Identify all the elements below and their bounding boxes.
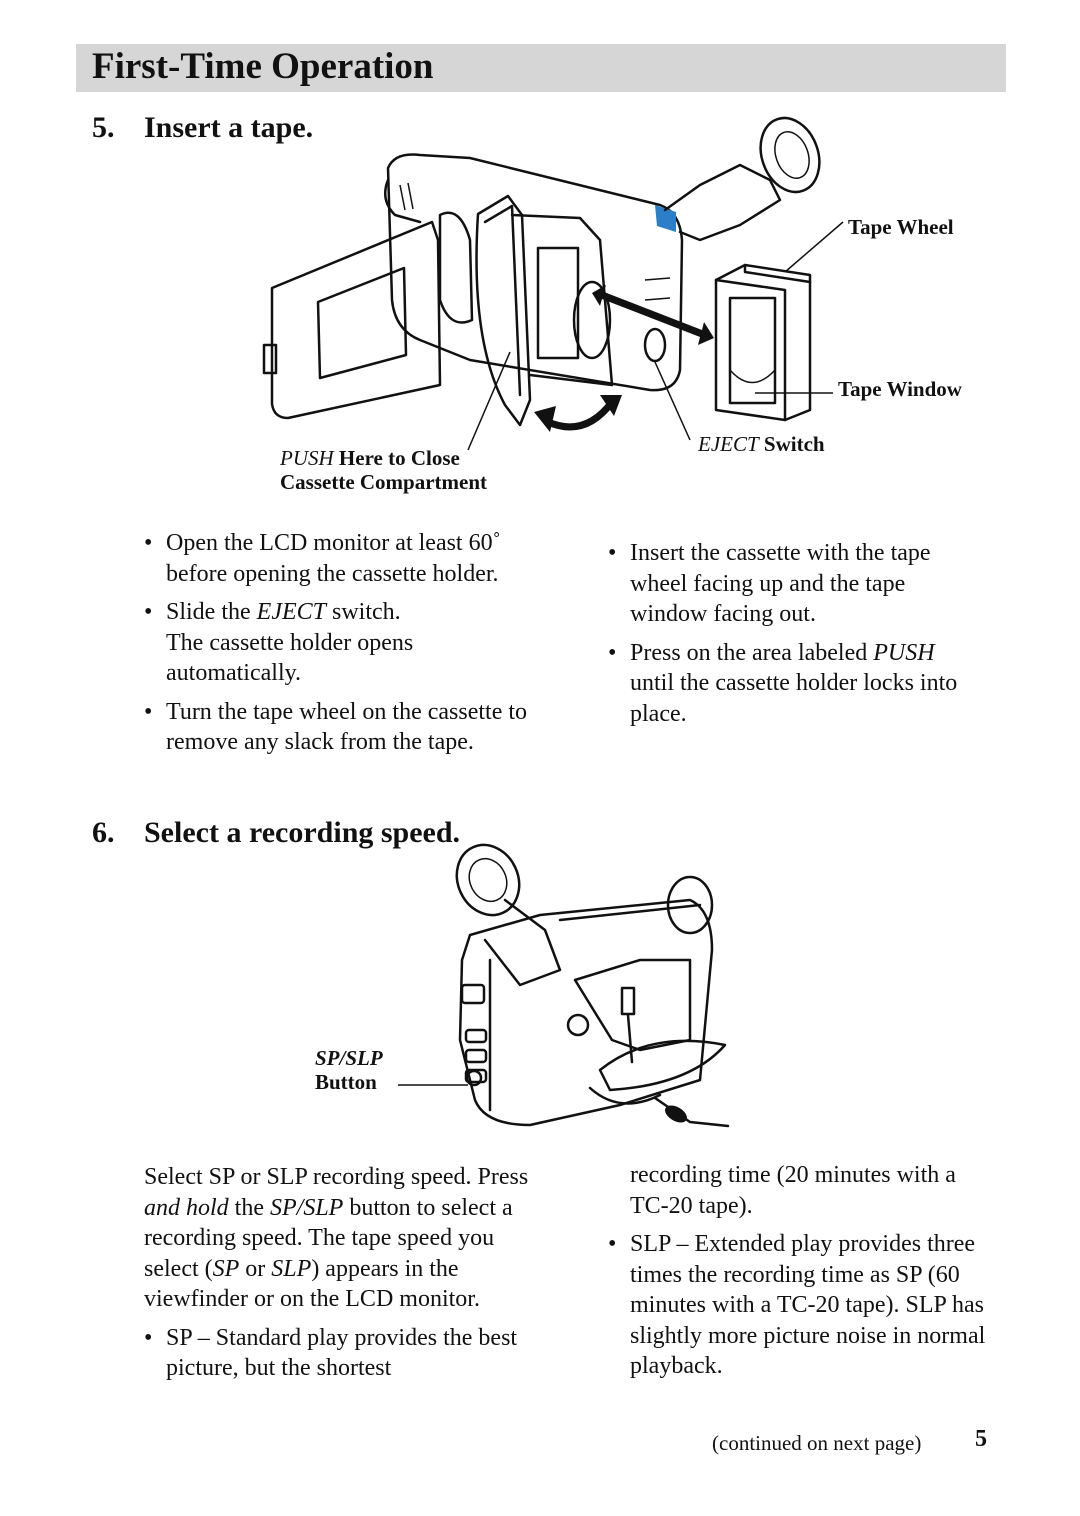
- p-i4: SLP: [271, 1255, 312, 1282]
- cassette-window: [728, 296, 777, 405]
- sp-slp-button: [465, 1069, 483, 1087]
- hand-strap: [598, 1039, 727, 1092]
- p-mid2: button to select a recording speed. The …: [144, 1194, 513, 1282]
- cable: [653, 1096, 730, 1128]
- step6-paragraph: Select SP or SLP recording speed. Press …: [144, 1162, 529, 1315]
- push-rest: Here to Close: [333, 446, 460, 470]
- rb2-italic: PUSH: [873, 639, 935, 666]
- sp-slp-label: SP/SLP: [315, 1046, 383, 1070]
- cable-core: [665, 1105, 687, 1123]
- p-mid1: the: [228, 1194, 270, 1221]
- tape-window-label: Tape Window: [838, 377, 962, 401]
- rb2-post: until the cassette holder locks into pla…: [630, 670, 958, 727]
- p-pre: Select SP or SLP recording speed. Press: [144, 1164, 529, 1190]
- connector: [620, 986, 636, 1016]
- list-item: Turn the tape wheel on the cassette to r…: [144, 697, 529, 758]
- eyecup: [759, 116, 821, 194]
- close-arrow-heads: [534, 395, 622, 432]
- step5-number: 5.: [92, 111, 115, 144]
- p-mid3: or: [239, 1255, 272, 1282]
- lcd-screen: [316, 266, 408, 380]
- step6-right-column: recording time (20 minutes with a TC-20 …: [608, 1160, 988, 1390]
- close-arrow: [544, 398, 616, 431]
- list-item: SP – Standard play provides the best pic…: [144, 1323, 529, 1384]
- step6-title: Select a recording speed.: [144, 816, 461, 849]
- step6-heading: 6. Select a recording speed.: [92, 815, 460, 851]
- button-label: Button: [315, 1070, 377, 1094]
- step6-number: 6.: [92, 816, 115, 849]
- tape-wheel-label: Tape Wheel: [848, 215, 954, 239]
- step5-right-column: Insert the cassette with the tape wheel …: [608, 538, 968, 737]
- camcorder-body: [386, 153, 684, 392]
- list-item: Insert the cassette with the tape wheel …: [608, 538, 968, 630]
- p-i1: and hold: [144, 1194, 229, 1221]
- list-item: Press on the area labeled PUSH until the…: [608, 638, 968, 730]
- eject-switch: [643, 327, 667, 363]
- p-i2: SP/SLP: [270, 1194, 344, 1221]
- push-label: PUSH Here to Close Cassette Compartment: [280, 446, 487, 494]
- b2-post: switch.: [325, 599, 401, 625]
- holder-window: [536, 246, 580, 360]
- page-number: 5: [975, 1426, 987, 1452]
- cassette-holder: [510, 213, 614, 387]
- page-title: First-Time Operation: [92, 46, 434, 87]
- rb2-pre: Press on the area labeled: [630, 639, 874, 666]
- eyecup: [455, 843, 521, 917]
- push-italic: PUSH: [280, 446, 334, 470]
- camcorder-rear-illustration: [398, 843, 730, 1128]
- step5-title: Insert a tape.: [144, 111, 314, 144]
- step5-heading: 5. Insert a tape.: [92, 110, 313, 146]
- camcorder-cassette-illustration: [262, 116, 844, 451]
- b2-pre: Slide the: [166, 599, 257, 625]
- p-post: ) appears in the viewfinder or on the LC…: [144, 1255, 480, 1313]
- insert-arrow: [592, 285, 714, 345]
- eject-switch-label: EJECT Switch: [698, 432, 825, 456]
- b2-italic: EJECT: [256, 599, 326, 625]
- blue-accent: [655, 205, 676, 232]
- list-item: SLP – Extended play provides three times…: [608, 1229, 988, 1382]
- lcd-latch: [262, 343, 278, 375]
- step6-left-column: Select SP or SLP recording speed. Press …: [144, 1162, 529, 1392]
- list-item: Open the LCD monitor at least 60˚ before…: [144, 528, 529, 589]
- continued-text: recording time (20 minutes with a TC-20 …: [630, 1162, 956, 1219]
- push-label-line1: PUSH Here to Close: [280, 446, 487, 470]
- side-panel: [573, 958, 692, 1052]
- push-leader: [467, 351, 511, 451]
- list-item: Slide the EJECT switch. The cassette hold…: [144, 597, 529, 689]
- viewfinder: [663, 163, 782, 242]
- cassette-door: [475, 194, 532, 427]
- eject-leader: [654, 361, 691, 441]
- b2-line2: The cassette holder opens automatically.: [166, 629, 414, 687]
- eject-italic: EJECT: [698, 432, 759, 456]
- viewfinder: [483, 898, 562, 987]
- header-bar: [76, 44, 1006, 92]
- lens: [666, 875, 714, 935]
- eject-rest: Switch: [758, 432, 825, 456]
- step5-left-column: Open the LCD monitor at least 60˚ before…: [144, 528, 529, 766]
- continued-note: (continued on next page): [712, 1431, 922, 1455]
- camcorder-body: [458, 898, 714, 1127]
- push-label-line2: Cassette Compartment: [280, 470, 488, 494]
- tape-wheel-leader: [784, 221, 844, 273]
- lcd-panel: [270, 220, 442, 420]
- p-i3: SP: [212, 1255, 240, 1282]
